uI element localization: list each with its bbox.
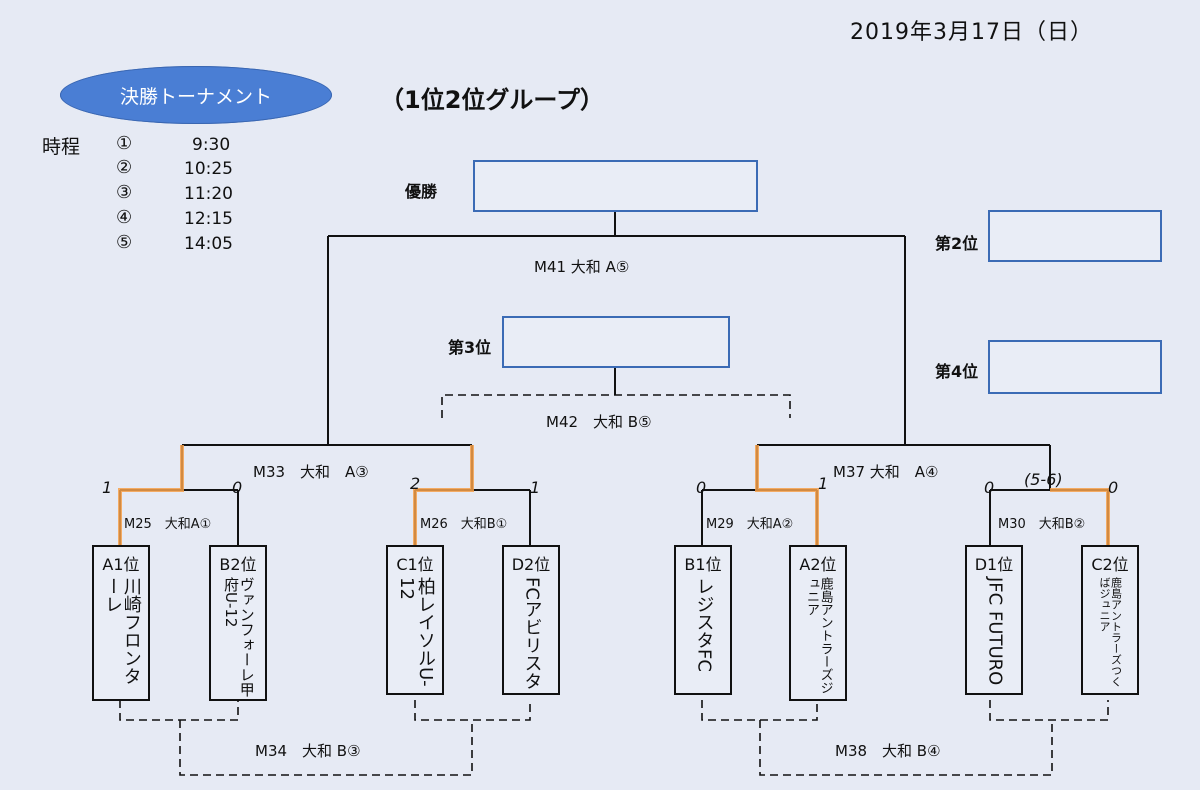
third-place-box — [502, 316, 730, 368]
group-title: （1位2位グループ） — [380, 86, 604, 114]
team-seed: B1位 — [684, 555, 722, 574]
third-place-label: 第3位 — [448, 338, 492, 357]
match-label: M41 大和 A⑤ — [534, 258, 630, 276]
match-label: M30 大和B② — [998, 517, 1086, 532]
team-box: D1位 JFC FUTURO — [965, 545, 1023, 695]
schedule-slot-num: ⑤ — [116, 232, 133, 253]
team-name: 川崎フロンターレ — [102, 577, 142, 685]
score: 1 — [530, 478, 541, 497]
schedule-slot-num: ④ — [116, 207, 133, 228]
match-label: M33 大和 A③ — [253, 463, 369, 481]
second-place-box — [988, 210, 1162, 262]
team-box: D2位 FCアビリスタ — [502, 545, 560, 695]
match-label: M26 大和B① — [420, 517, 508, 532]
fourth-place-box — [988, 340, 1162, 394]
match-label: M38 大和 B④ — [835, 742, 941, 760]
team-name: 柏レイソルU-12 — [396, 577, 436, 687]
team-name: JFC FUTURO — [984, 577, 1006, 686]
schedule-slot-time: 14:05 — [184, 234, 233, 254]
schedule-label: 時程 — [42, 136, 81, 158]
tournament-title-badge: 決勝トーナメント — [60, 66, 332, 124]
team-box: C1位 柏レイソルU-12 — [386, 545, 444, 695]
team-name: レジスタFC — [693, 577, 715, 672]
schedule-slot-time: 11:20 — [184, 184, 233, 204]
team-seed: C2位 — [1091, 555, 1129, 574]
score: 1 — [102, 478, 113, 497]
team-box: C2位 鹿島アントラーズつくばジュニア — [1081, 545, 1139, 695]
team-box: B1位 レジスタFC — [674, 545, 732, 695]
match-label: M25 大和A① — [124, 517, 212, 532]
team-name: 鹿島アントラーズつくばジュニア — [1098, 577, 1123, 687]
score: (5-6) — [1024, 470, 1063, 489]
fourth-place-label: 第4位 — [935, 362, 979, 381]
team-name: FCアビリスタ — [521, 577, 543, 690]
team-box: A1位 川崎フロンターレ — [92, 545, 150, 701]
second-place-label: 第2位 — [935, 234, 979, 253]
team-seed: B2位 — [219, 555, 257, 574]
team-seed: A2位 — [799, 555, 837, 574]
schedule-slot-num: ② — [116, 157, 133, 178]
match-label: M37 大和 A④ — [833, 463, 939, 481]
champion-label: 優勝 — [405, 182, 438, 201]
score: 0 — [984, 478, 995, 497]
score: 2 — [410, 474, 421, 493]
team-box: B2位 ヴァンフォーレ甲府U-12 — [209, 545, 267, 701]
team-seed: C1位 — [396, 555, 434, 574]
team-name: 鹿島アントラーズジュニア — [804, 577, 833, 694]
score: 0 — [1108, 478, 1119, 497]
score: 1 — [818, 474, 829, 493]
match-label: M42 大和 B⑤ — [546, 413, 652, 431]
champion-box — [473, 160, 758, 212]
score: 0 — [232, 478, 243, 497]
team-seed: A1位 — [102, 555, 140, 574]
team-name: ヴァンフォーレ甲府U-12 — [222, 577, 256, 697]
schedule-slot-num: ① — [116, 133, 133, 154]
schedule-slot-time: 12:15 — [184, 209, 233, 229]
team-seed: D1位 — [974, 555, 1014, 574]
schedule-slot-time: 10:25 — [184, 159, 233, 179]
team-box: A2位 鹿島アントラーズジュニア — [789, 545, 847, 701]
date: 2019年3月17日（日） — [850, 20, 1093, 45]
match-label: M34 大和 B③ — [255, 742, 361, 760]
team-seed: D2位 — [511, 555, 551, 574]
score: 0 — [696, 478, 707, 497]
schedule-slot-num: ③ — [116, 182, 133, 203]
schedule-slot-time: 9:30 — [192, 135, 231, 155]
match-label: M29 大和A② — [706, 517, 794, 532]
